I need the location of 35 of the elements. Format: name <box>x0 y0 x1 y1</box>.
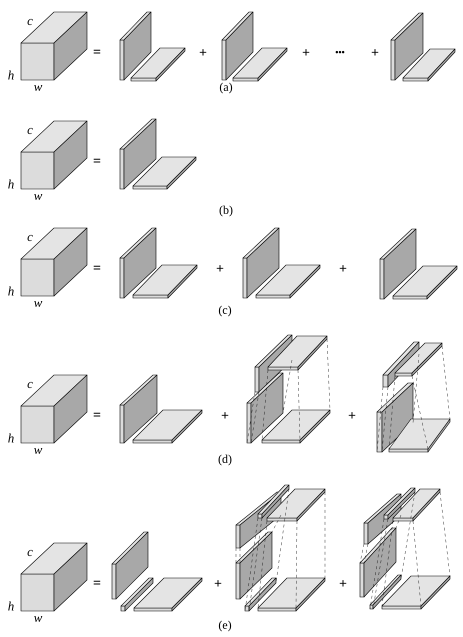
panel-caption: (d) <box>218 454 232 466</box>
dimension-letter: w <box>34 448 42 454</box>
panel-caption: (b) <box>220 206 232 216</box>
dimension-letter: c <box>28 382 33 388</box>
equals-sign: = <box>94 412 100 416</box>
plus-sign: + <box>302 49 310 56</box>
plus-sign: + <box>222 412 228 419</box>
dimension-letter: h <box>8 286 14 296</box>
dimension-letter: w <box>34 84 42 92</box>
dimension-letter: c <box>28 234 33 242</box>
dimension-letter: h <box>8 602 14 610</box>
dimension-letter: w <box>34 616 42 622</box>
equals-sign: = <box>94 158 100 162</box>
plus-sign: + <box>340 265 346 272</box>
dimension-letter: c <box>28 18 33 26</box>
dimension-letter: h <box>8 434 14 442</box>
plus-sign: + <box>214 580 222 587</box>
dimension-letter: h <box>8 70 14 80</box>
equals-sign: = <box>94 266 100 270</box>
plus-sign: + <box>216 265 224 272</box>
dimension-letter: w <box>34 300 42 308</box>
equals-sign: = <box>94 50 100 54</box>
panel-caption: (a) <box>220 82 232 94</box>
dimension-letter: h <box>8 180 14 188</box>
plus-sign: + <box>372 49 378 56</box>
plus-sign: + <box>200 49 206 56</box>
plus-sign: + <box>348 412 356 419</box>
dimension-letter: w <box>34 194 42 200</box>
ellipsis: ••• <box>336 50 344 54</box>
plus-sign: + <box>340 580 346 587</box>
equals-sign: = <box>94 580 100 584</box>
dimension-letter: c <box>28 550 33 556</box>
dimension-letter: c <box>28 128 33 134</box>
panel-caption: (c) <box>218 306 232 316</box>
panel-caption: (e) <box>218 620 232 632</box>
